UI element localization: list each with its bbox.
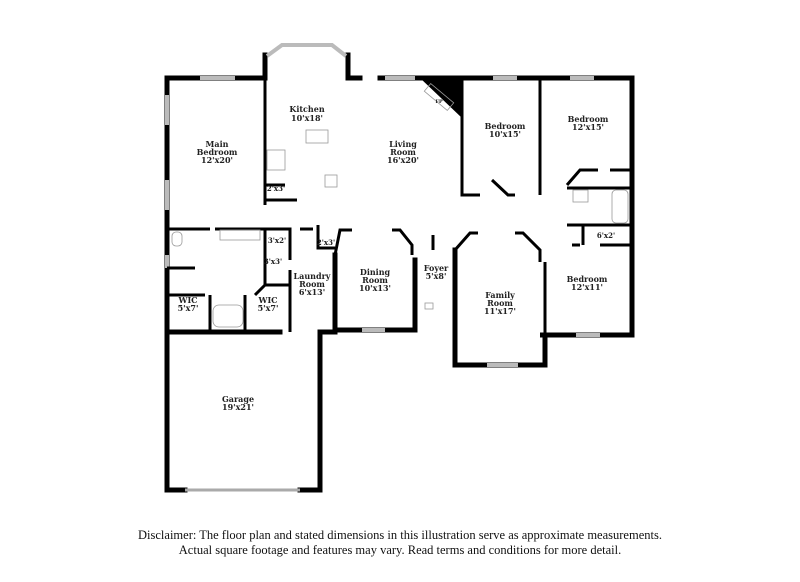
- wic-right-label: WIC: [257, 295, 277, 305]
- interior-walls: [167, 78, 632, 335]
- fixtures: [171, 129, 629, 328]
- wic-left-label: WIC: [177, 295, 197, 305]
- main-bedroom-size: 12'x20': [201, 155, 233, 165]
- kitchen-label: Kitchen: [289, 104, 324, 114]
- main-bedroom-label-2: Bedroom: [197, 147, 238, 157]
- windows: [165, 76, 600, 492]
- closet-hall-b-size: 2'x3': [317, 238, 335, 247]
- living-room-label-1: Living: [389, 139, 417, 149]
- family-label-1: Family: [485, 290, 515, 300]
- bedroom-b-size: 12'x15': [572, 122, 604, 132]
- bedroom-c-label: Bedroom: [567, 274, 608, 284]
- bay-window: [265, 43, 348, 58]
- family-size: 11'x17': [484, 306, 516, 316]
- bedroom-a-size: 10'x15': [489, 129, 521, 139]
- bedroom-b-label: Bedroom: [568, 114, 609, 124]
- wic-left-size: 5'x7': [178, 303, 199, 313]
- garage-size: 19'x21': [222, 402, 254, 412]
- closet-hall-c-size: 6'x2': [597, 231, 615, 240]
- fireplace-hearth: [423, 82, 455, 112]
- living-room-size: 16'x20': [387, 155, 419, 165]
- dining-size: 10'x13': [359, 283, 391, 293]
- disclaimer-line-1: Disclaimer: The floor plan and stated di…: [138, 528, 662, 542]
- bedroom-c-size: 12'x11': [571, 282, 603, 292]
- kitchen-size: 10'x18': [291, 113, 323, 123]
- wic-right-size: 5'x7': [258, 303, 279, 313]
- foyer-size: 5'x8': [426, 271, 447, 281]
- dining-label-2: Room: [362, 275, 388, 285]
- bedroom-a-label: Bedroom: [485, 121, 526, 131]
- dining-label-1: Dining: [360, 267, 391, 277]
- disclaimer-line-2: Actual square footage and features may v…: [178, 543, 622, 557]
- fireplace-label: FP: [435, 99, 443, 105]
- closet-hall-a-size: 3'x2': [268, 236, 286, 245]
- family-label-2: Room: [487, 298, 513, 308]
- fireplace-block: [420, 78, 462, 118]
- laundry-size: 6'x13': [299, 287, 325, 297]
- closet-bath-size: 3'x3': [264, 257, 282, 266]
- exterior-walls: [164, 52, 635, 493]
- foyer-label: Foyer: [424, 263, 449, 273]
- laundry-label-2: Room: [299, 279, 325, 289]
- closet-kitchen-size: 2'x3': [267, 184, 285, 193]
- garage-label: Garage: [222, 394, 254, 404]
- living-room-label-2: Room: [390, 147, 416, 157]
- main-bedroom-label-1: Main: [206, 139, 229, 149]
- laundry-label-1: Laundry: [294, 271, 331, 281]
